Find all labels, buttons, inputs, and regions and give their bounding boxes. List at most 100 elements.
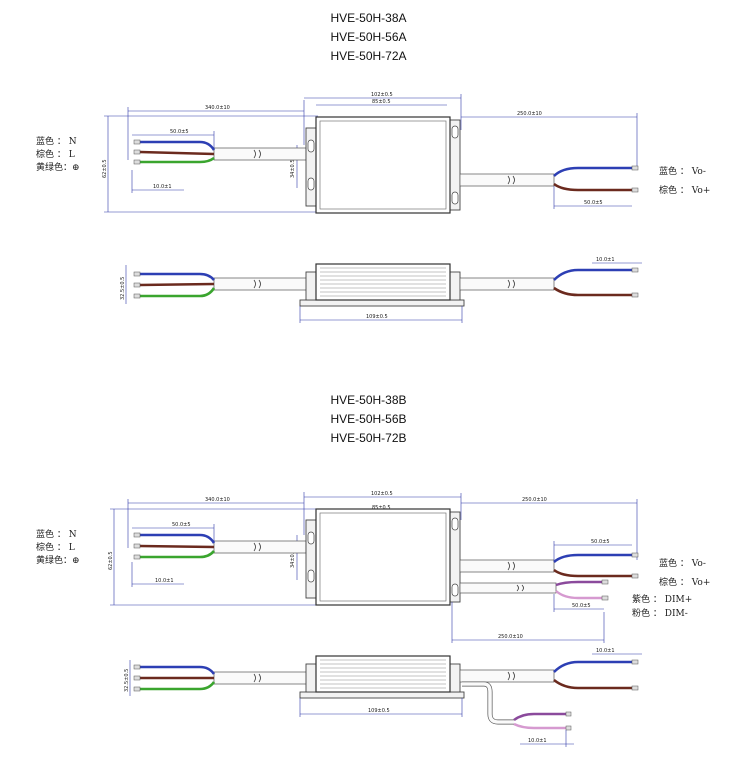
dim-label-85: 85±0.5 [372,99,391,105]
dim-cable-jacket [462,681,514,725]
title-block-b: HVE-50H-38B HVE-50H-56B HVE-50H-72B [0,391,737,448]
dim-label-62: 62±0.5 [108,551,114,570]
dim-label-10: 10.0±1 [155,578,174,584]
wire-end [565,725,572,731]
mounting-base [299,691,465,699]
dim-label-109: 109±0.5 [368,708,390,714]
wire-ground [140,550,215,559]
wire-end [133,149,141,155]
wire-end [133,532,141,538]
cable-break-mark [507,671,515,681]
wire-end [133,159,141,165]
mounting-base [299,299,465,307]
mounting-slot [307,569,315,583]
mounting-slot [307,177,315,191]
housing-fins [320,267,446,297]
dim-label-32: 32.5±0.5 [124,669,130,692]
model-title: HVE-50H-72A [330,49,407,63]
diagram-a-side-view: 32.5±0.5 10.0±1 [120,257,642,323]
dim-label-50: 50.0±5 [584,200,603,206]
housing-side [315,655,451,693]
wire-pink-dim [513,722,566,730]
dim-cable-fill [462,682,514,724]
legend-purple-dim: 紫色 ： DIM+ [632,593,692,605]
dim-label-50: 50.0±5 [172,522,191,528]
legend-blue-vo: 蓝色 ： Vo- [659,557,706,569]
wire-blue-n [140,665,216,675]
dim-label-50: 50.0±5 [591,539,610,545]
wire-blue-vo [553,166,632,177]
input-cable-jacket [213,540,307,554]
diagram-b-top-view: 340.0±10 102±0.5 85±0.5 250.0±10 62±0.5 … [36,491,710,643]
model-title: HVE-50H-38A [330,11,407,25]
wire-end [631,659,639,665]
wire-end [631,552,639,558]
mounting-slot [451,125,459,139]
wire-end [133,675,141,681]
wire-end [133,554,141,560]
dim-label-102: 102±0.5 [371,92,393,98]
output-cable-jacket [459,669,555,683]
wire-end [601,595,609,601]
wire-end [631,685,639,691]
output-cable-jacket [459,559,555,573]
mounting-slot [451,517,459,531]
wire-ground [140,156,215,164]
wire-brown-l [139,282,215,287]
wire-end [565,711,572,717]
cable-break-mark [253,149,261,159]
mounting-slot [451,191,459,205]
wire-pink-dim [555,590,602,600]
dim-label-10: 10.0±1 [528,738,547,744]
wire-purple-dim [555,580,602,587]
title-block-a: HVE-50H-38A HVE-50H-56A HVE-50H-72A [0,9,737,66]
legend-pink-dim: 粉色 ： DIM- [632,607,688,619]
dim-label-340: 340.0±10 [205,497,230,503]
cable-break-mark [507,561,515,571]
dim-label-10: 10.0±1 [596,648,615,654]
dim-label-250: 250.0±10 [517,111,542,117]
input-cable-jacket [213,671,309,685]
input-cable-jacket [213,147,307,161]
cable-break-mark [516,584,524,592]
legend-blue-n: 蓝色 ： N [36,135,77,147]
wire-end [133,139,141,145]
wire-end [133,543,141,549]
dim-label-102: 102±0.5 [371,491,393,497]
dim-label-32: 32.5±0.5 [120,277,126,300]
wire-blue-vo [553,553,632,564]
dim-label-10: 10.0±1 [596,257,615,263]
legend-blue-vo: 蓝色 ： Vo- [659,165,706,177]
wire-end [631,292,639,298]
input-cable-jacket [213,277,309,291]
wire-blue-n [140,533,216,544]
diagram-b-side-view: 32.5±0.5 10.0±1 [124,648,642,747]
wire-purple-dim [513,712,566,721]
dim-label-50: 50.0±5 [572,603,591,609]
dim-label-250: 250.0±10 [498,634,523,640]
cable-break-mark [507,175,515,185]
legend-brown-vo: 棕色 ： Vo+ [659,184,710,196]
housing-inner [319,120,447,210]
legend-brown-l: 棕色 ： L [36,148,75,160]
wire-blue-n [140,272,215,281]
model-title: HVE-50H-72B [330,431,407,445]
dim-label-62: 62±0.5 [102,159,108,178]
wire-end [601,579,609,585]
wire-ground [140,287,216,298]
wire-end [631,267,639,273]
dim-label-34: 34±0.5 [290,159,296,178]
legend-brown-vo: 棕色 ： Vo+ [659,576,710,588]
wire-end [133,686,141,692]
model-title: HVE-50H-38B [330,393,407,407]
dim-label-340: 340.0±10 [205,105,230,111]
housing-body [315,116,451,214]
model-title: HVE-50H-56B [330,412,407,426]
wire-end [631,187,639,193]
wire-ground [140,681,216,691]
mounting-slot [307,531,315,545]
housing-body [315,508,451,606]
mounting-slot [451,583,459,597]
dim-label-250: 250.0±10 [522,497,547,503]
